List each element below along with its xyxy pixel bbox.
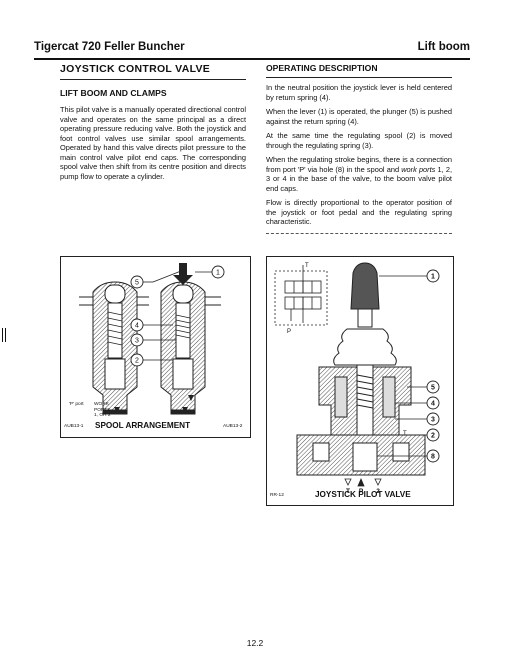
down-arrow-icon xyxy=(173,263,193,285)
regulating-stroke-paragraph: When the regulating stroke begins, there… xyxy=(266,155,452,193)
top-p-label: P xyxy=(287,329,291,335)
callout-4: 4 xyxy=(431,401,435,408)
hydraulic-symbol xyxy=(274,265,328,326)
callout-5: 5 xyxy=(431,385,435,392)
regulating-stroke-text-b: 1, 2, 3 or 4 in the base of the valve, t… xyxy=(266,164,453,193)
work-ports-line-1: WORK xyxy=(94,402,109,407)
flow-arrow-icons xyxy=(114,395,194,413)
right-column: OPERATING DESCRIPTION In the neutral pos… xyxy=(266,63,452,234)
work-ports-line-2: PORTS xyxy=(94,407,111,413)
flow-proportional-paragraph: Flow is directly proportional to the ope… xyxy=(266,198,452,226)
work-ports-line-3: 1, OR 2 xyxy=(94,413,111,419)
operating-description-heading: OPERATING DESCRIPTION xyxy=(266,63,452,78)
callout-leaders xyxy=(143,270,212,361)
joystick-pilot-valve-figure: 1 5 4 3 2 8 T P T T P 2 RR-12 JOYSTICK P… xyxy=(266,256,454,506)
document-title: Tigercat 720 Feller Buncher xyxy=(34,41,185,53)
top-t-label: T xyxy=(305,263,309,269)
p-port-label: 'P' port xyxy=(69,402,84,407)
callout-3: 3 xyxy=(135,338,139,345)
left-column: JOYSTICK CONTROL VALVE LIFT BOOM AND CLA… xyxy=(60,63,246,186)
spool-arrangement-figure: 5 1 4 3 2 'P' port WORK PORTS 1, OR 2 AU… xyxy=(60,256,251,438)
page-number: 12.2 xyxy=(246,638,264,648)
figure-ref: RR-12 xyxy=(270,493,284,498)
callout-4: 4 xyxy=(135,323,139,330)
bottom-2-label: 2 xyxy=(376,488,380,495)
dashed-divider xyxy=(266,232,452,234)
joystick-control-valve-heading: JOYSTICK CONTROL VALVE xyxy=(60,63,246,80)
bottom-p-label: P xyxy=(359,488,364,495)
left-spool-body xyxy=(79,281,149,415)
side-t-label: T xyxy=(403,431,407,437)
header-rule xyxy=(34,58,470,60)
rubber-boot xyxy=(333,328,397,366)
neutral-position-paragraph: In the neutral position the joystick lev… xyxy=(266,83,452,102)
callout-1: 1 xyxy=(431,274,435,281)
callout-circles xyxy=(426,269,440,463)
joystick-pilot-valve-caption: JOYSTICK PILOT VALVE xyxy=(315,490,411,499)
callout-1: 1 xyxy=(216,270,220,277)
callout-8: 8 xyxy=(431,454,435,461)
callout-2: 2 xyxy=(431,433,435,440)
work-ports-emphasis: work ports xyxy=(401,164,436,174)
callout-3: 3 xyxy=(431,417,435,424)
regulating-spool-paragraph: At the same time the regulating spool (2… xyxy=(266,131,452,150)
figure-ref-left: AUB13-1 xyxy=(64,424,84,429)
section-title: Lift boom xyxy=(417,41,470,53)
figure-ref-right: AUB13-2 xyxy=(223,424,243,429)
joystick-lever xyxy=(350,262,380,328)
valve-body xyxy=(296,364,426,476)
lift-boom-clamps-subheading: LIFT BOOM AND CLAMPS xyxy=(60,88,167,98)
right-spool-body xyxy=(160,281,221,415)
callout-5: 5 xyxy=(135,280,139,287)
spool-arrangement-caption: SPOOL ARRANGEMENT xyxy=(95,421,191,430)
bottom-t-label: T xyxy=(346,488,350,495)
lever-operated-paragraph: When the lever (1) is operated, the plun… xyxy=(266,107,452,126)
spool-arrangement-diagram: 5 1 4 3 2 xyxy=(79,263,225,415)
margin-change-bar xyxy=(2,328,6,342)
callout-2: 2 xyxy=(135,358,139,365)
callout-circles xyxy=(130,265,225,367)
work-ports-label: WORK PORTS 1, OR 2 xyxy=(94,402,111,419)
regulating-stroke-text-a: When the regulating stroke begins, there… xyxy=(266,155,452,174)
callout-leaders xyxy=(373,275,427,457)
pilot-valve-paragraph: This pilot valve is a manually operated … xyxy=(60,105,246,181)
port-arrow-icons xyxy=(344,477,382,487)
joystick-pilot-valve-diagram: 1 5 4 3 2 8 T P T T P 2 xyxy=(274,262,440,495)
